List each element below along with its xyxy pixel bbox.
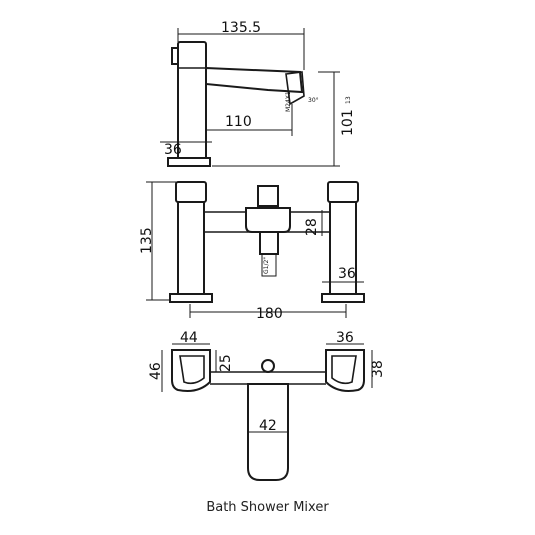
front-outlet-thread (261, 253, 277, 277)
front-valve-height-label: 28 (304, 218, 320, 236)
plan-right-handle-inner (331, 355, 357, 385)
front-right-body (329, 201, 357, 295)
plan-diverter-knob (261, 359, 275, 373)
front-diverter-body (245, 207, 291, 233)
plan-left-width-label: 44 (180, 330, 198, 346)
side-height-label: 101 (340, 109, 356, 136)
plan-offset-label: 25 (218, 354, 234, 372)
side-spout (205, 66, 304, 94)
plan-view: 44 46 25 42 36 38 (148, 330, 386, 481)
plan-right-depth-label: 38 (370, 360, 386, 378)
front-view: 135 28 36 180 G1/2" (139, 181, 365, 322)
side-thread-note: M24X1 (285, 91, 292, 112)
side-base-label: 36 (164, 142, 182, 158)
front-left-base (169, 293, 213, 303)
side-base-plate (167, 157, 211, 167)
side-reach-label: 135.5 (221, 20, 261, 36)
plan-spout-width-label: 42 (259, 418, 277, 434)
front-right-base (321, 293, 365, 303)
front-base-label: 36 (338, 266, 356, 282)
side-spout-outlet (285, 71, 305, 106)
front-spacing-label: 180 (256, 306, 283, 322)
side-small-note: 13 (345, 96, 352, 104)
side-angle-note: 30° (308, 97, 319, 104)
front-right-handle (327, 181, 359, 203)
front-shower-outlet (259, 231, 279, 255)
side-spout-reach-label: 110 (225, 114, 252, 130)
plan-right-width-label: 36 (336, 330, 354, 346)
front-left-handle (175, 181, 207, 203)
front-left-body (177, 201, 205, 295)
front-height-label: 135 (139, 227, 155, 254)
plan-left-depth-label: 46 (148, 362, 164, 380)
plan-left-handle-inner (179, 355, 205, 385)
front-diverter-knob (257, 185, 279, 207)
side-handle-knob (171, 47, 179, 65)
front-thread-note: G1/2" (263, 257, 270, 274)
side-view: 135.5 110 36 101 13 M24X1 30° (160, 20, 356, 167)
drawing-caption: Bath Shower Mixer (206, 500, 329, 515)
